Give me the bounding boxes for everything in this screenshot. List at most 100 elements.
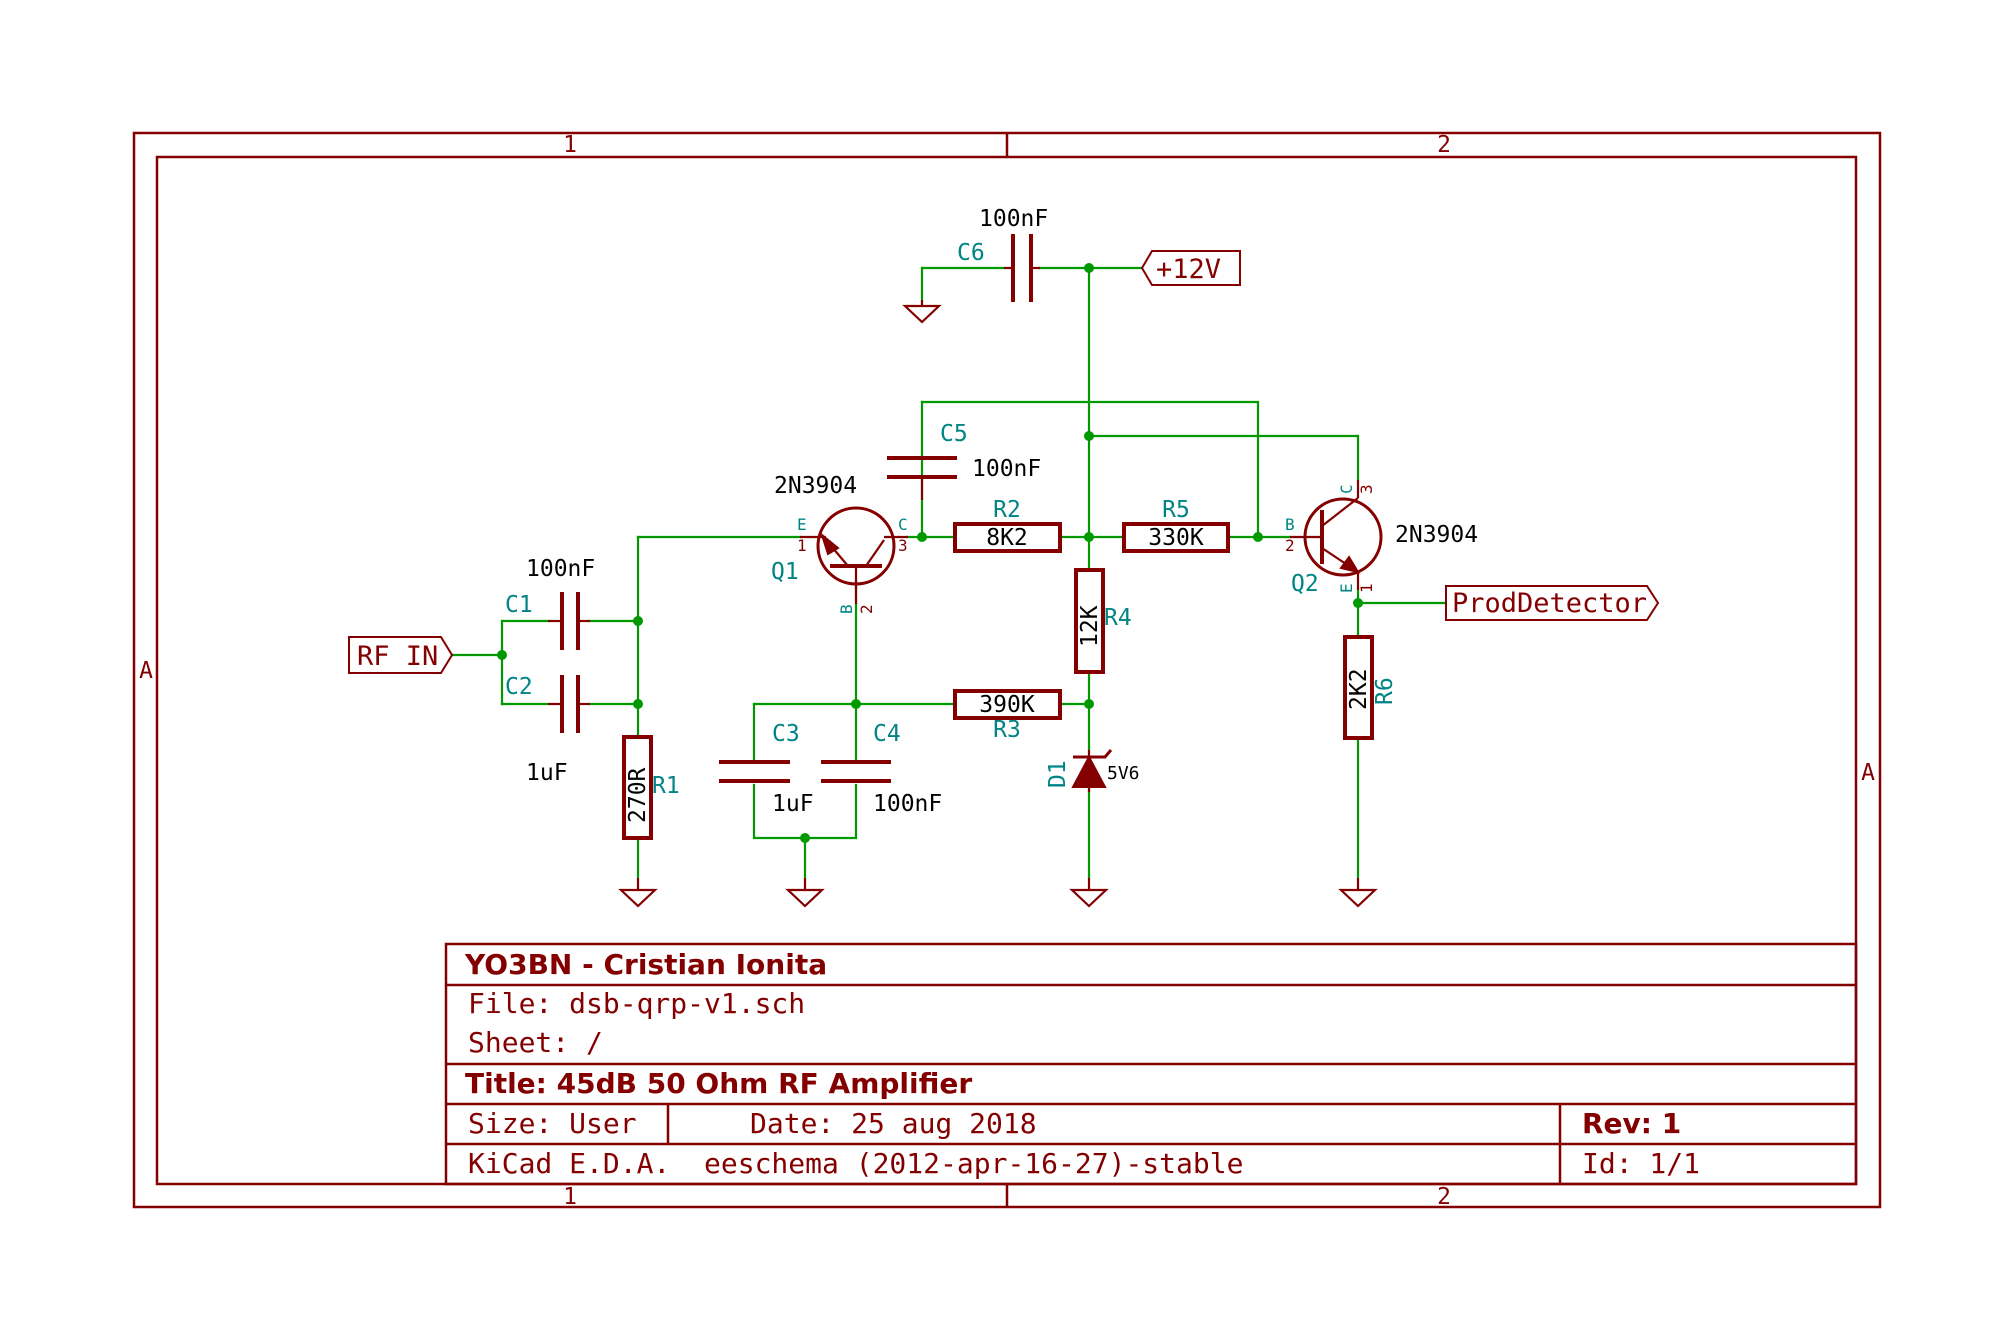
q1-pin-b-num: 2 (857, 604, 876, 614)
q1-pin-c-num: 3 (898, 536, 908, 555)
c3-ref: C3 (772, 721, 800, 747)
resistor-r4[interactable]: 12K R4 (1074, 568, 1132, 674)
title-block-title: Title: 45dB 50 Ohm RF Amplifier (465, 1067, 972, 1100)
q2-pin-c-num: 3 (1357, 484, 1376, 494)
junction (1353, 598, 1363, 608)
junction (1084, 532, 1094, 542)
junction (800, 833, 810, 843)
diode-icon (1071, 754, 1107, 788)
r2-value: 8K2 (986, 525, 1028, 551)
junction (1253, 532, 1263, 542)
q1-ref: Q1 (771, 559, 799, 585)
title-block-date: Date: 25 aug 2018 (750, 1107, 1037, 1140)
c3-value: 1uF (772, 791, 814, 817)
capacitor-c2[interactable]: C2 1uF (505, 674, 590, 786)
capacitor-c3[interactable]: C3 1uF (719, 721, 814, 817)
r1-ref: R1 (652, 773, 680, 799)
r4-ref: R4 (1104, 605, 1132, 631)
junction (1084, 431, 1094, 441)
q2-pin-e-num: 1 (1357, 583, 1376, 593)
title-block-tool: KiCad E.D.A. eeschema (2012-apr-16-27)-s… (468, 1147, 1243, 1180)
q2-value: 2N3904 (1395, 522, 1478, 548)
r1-value: 270R (625, 767, 651, 823)
c1-ref: C1 (505, 592, 533, 618)
junction (851, 699, 861, 709)
c1-value: 100nF (526, 556, 595, 582)
ground-icon (1338, 878, 1378, 908)
resistor-r5[interactable]: 330K R5 (1122, 497, 1230, 553)
ground-icon (618, 878, 658, 908)
r3-value: 390K (979, 692, 1035, 718)
r2-ref: R2 (993, 497, 1021, 523)
q1-pin-c-name: C (898, 515, 908, 534)
zener-diode-d1[interactable]: D1 5V6 (1045, 749, 1140, 792)
zone-row-right-a: A (1861, 760, 1875, 786)
q1-pin-e-name: E (797, 515, 807, 534)
c4-ref: C4 (873, 721, 901, 747)
d1-value: 5V6 (1107, 763, 1140, 784)
resistor-r3[interactable]: 390K R3 (953, 689, 1062, 743)
junction (1084, 699, 1094, 709)
junctions (497, 263, 1363, 843)
junction (633, 616, 643, 626)
wire (920, 400, 1260, 539)
ground-icon (902, 300, 942, 324)
c6-ref: C6 (957, 240, 985, 266)
title-block-id: Id: 1/1 (1582, 1147, 1700, 1180)
resistor-r6[interactable]: 2K2 R6 (1343, 635, 1398, 740)
capacitor-c6[interactable]: C6 100nF (957, 206, 1048, 302)
capacitor-c4[interactable]: C4 100nF (821, 721, 942, 817)
rf-in-label: RF IN (357, 641, 438, 672)
prod-detector-label: ProdDetector (1452, 588, 1647, 619)
c6-value: 100nF (979, 206, 1048, 232)
c2-ref: C2 (505, 674, 533, 700)
net-label-vcc[interactable]: +12V (1140, 250, 1241, 286)
wire (1087, 434, 1360, 482)
title-block-file: File: dsb-qrp-v1.sch (468, 987, 805, 1020)
vcc-label: +12V (1156, 254, 1221, 285)
title-block-rev: Rev: 1 (1582, 1107, 1681, 1140)
r6-value: 2K2 (1346, 668, 1372, 710)
zone-row-left-a: A (139, 658, 153, 684)
q2-pin-e-name: E (1337, 583, 1356, 593)
q2-pin-b-num: 2 (1285, 536, 1295, 555)
capacitor-c5[interactable]: C5 100nF (887, 421, 1041, 500)
title-block: YO3BN - Cristian Ionita File: dsb-qrp-v1… (444, 942, 1858, 1186)
net-label-rf-in[interactable]: RF IN (348, 636, 454, 674)
junction (1084, 263, 1094, 273)
c2-value: 1uF (526, 760, 568, 786)
title-block-sheet: Sheet: / (468, 1026, 603, 1059)
c5-value: 100nF (972, 456, 1041, 482)
r5-ref: R5 (1162, 497, 1190, 523)
ground-icon (785, 878, 825, 908)
d1-ref: D1 (1045, 760, 1071, 788)
zone-col-top-2: 2 (1437, 132, 1451, 158)
resistor-r2[interactable]: 8K2 R2 (953, 497, 1062, 553)
emitter-arrow-icon (820, 532, 840, 556)
junction (497, 650, 507, 660)
transistor-q2[interactable]: B 2 C 3 E 1 Q2 2N3904 (1285, 480, 1478, 597)
zone-col-bottom-1: 1 (563, 1184, 577, 1210)
c4-value: 100nF (873, 791, 942, 817)
junction (917, 532, 927, 542)
r6-ref: R6 (1372, 677, 1398, 705)
q2-pin-b-name: B (1285, 515, 1295, 534)
resistor-r1[interactable]: 270R R1 (622, 735, 680, 840)
ground-icon (1069, 878, 1109, 908)
c5-ref: C5 (940, 421, 968, 447)
capacitor-c1[interactable]: C1 100nF (505, 556, 595, 650)
q2-pin-c-name: C (1337, 484, 1356, 494)
title-block-size: Size: User (468, 1107, 637, 1140)
net-label-prod-detector[interactable]: ProdDetector (1445, 585, 1660, 621)
wires (450, 266, 1448, 880)
q1-pin-e-num: 1 (797, 536, 807, 555)
junction (633, 699, 643, 709)
transistor-q1[interactable]: E 1 C 3 B 2 Q1 2N3904 (771, 473, 908, 614)
title-block-company: YO3BN - Cristian Ionita (464, 948, 827, 981)
emitter-arrow-icon (1339, 555, 1361, 574)
zone-col-bottom-2: 2 (1437, 1184, 1451, 1210)
ground-symbols (618, 300, 1378, 908)
q2-ref: Q2 (1291, 571, 1319, 597)
q1-pin-b-name: B (837, 604, 856, 614)
